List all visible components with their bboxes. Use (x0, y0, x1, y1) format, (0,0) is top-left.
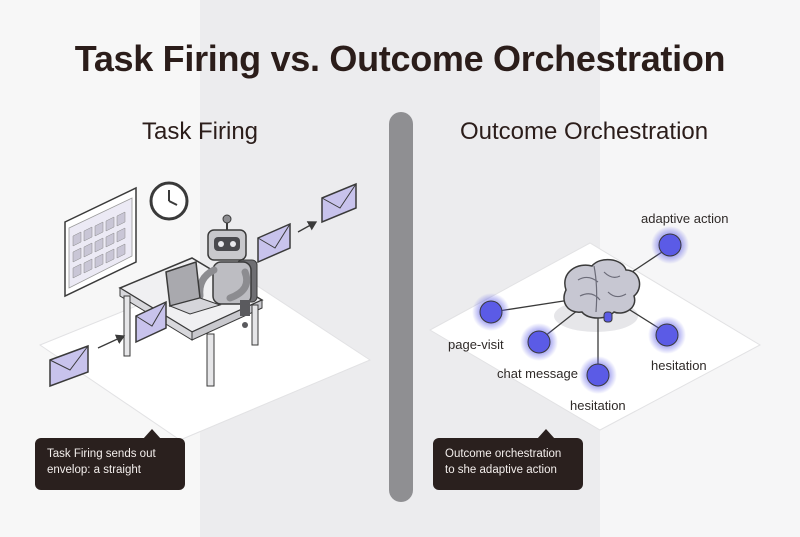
envelope-3 (257, 222, 291, 264)
brain-icon (563, 258, 641, 323)
calendar-icon (64, 186, 137, 298)
clock-icon (149, 181, 189, 221)
node-label-page-visit: page-visit (448, 337, 504, 352)
envelope-icon (49, 182, 357, 388)
node-label-hesitation-right: hesitation (651, 358, 707, 373)
envelope-1 (49, 344, 89, 388)
node-label-hesitation-bottom: hesitation (570, 398, 626, 413)
orchestration-nodes (472, 226, 689, 394)
node-label-adaptive-action: adaptive action (641, 211, 729, 226)
task-firing-heading: Task Firing (142, 118, 259, 145)
node-hesitation-bottom (579, 356, 617, 394)
panel-divider (389, 112, 413, 502)
outcome-orchestration-callout: Outcome orchestration to she adaptive ac… (433, 429, 583, 490)
page-title: Task Firing vs. Outcome Orchestration (74, 38, 726, 79)
node-chat-message (520, 323, 558, 361)
envelope-4 (321, 182, 357, 224)
node-page-visit (472, 293, 510, 331)
flow-arrows (97, 221, 318, 349)
node-adaptive-action (651, 226, 689, 264)
task-firing-callout: Task Firing sends out envelop: a straigh… (35, 429, 185, 490)
outcome-orchestration-heading: Outcome Orchestration (460, 118, 709, 145)
laptop-icon (165, 260, 222, 315)
envelope-2 (135, 300, 167, 344)
node-hesitation-right (648, 316, 686, 354)
node-label-chat-message: chat message (497, 366, 578, 381)
